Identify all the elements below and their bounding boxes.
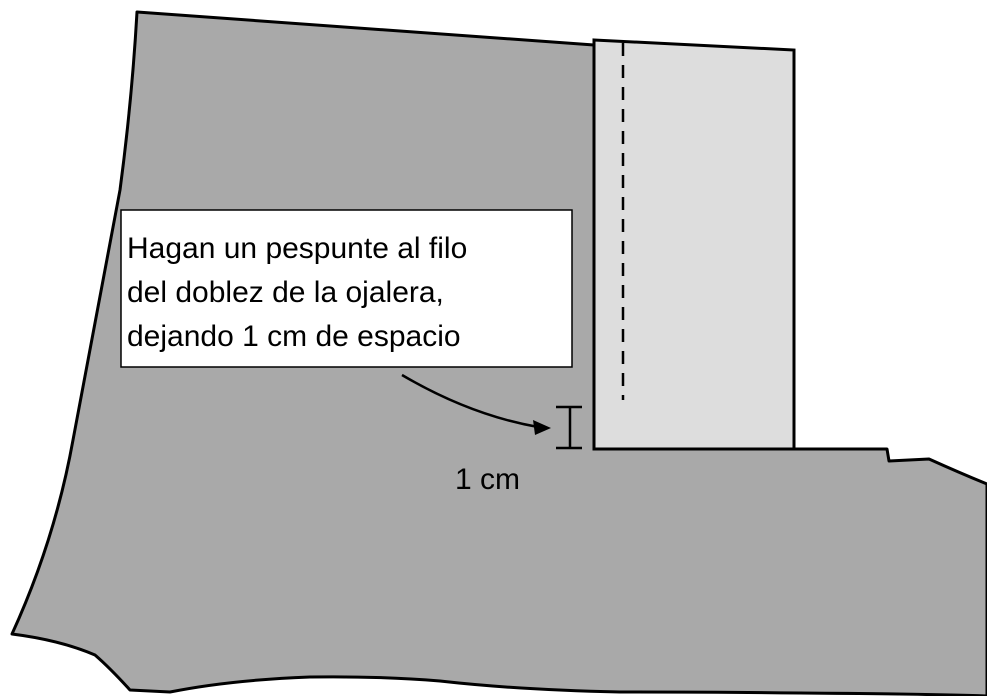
arrowhead-icon [533, 420, 551, 435]
callout-line-1: Hagan un pespunte al filo [127, 232, 467, 265]
measure-icon [556, 405, 582, 450]
callout-line-3: dejando 1 cm de espacio [127, 320, 461, 353]
callout-text: Hagan un pespunte al filo del doblez de … [127, 232, 476, 353]
leader-arrow-line [401, 373, 539, 429]
callout-box [120, 209, 573, 368]
measurement-label: 1 cm [455, 463, 520, 496]
callout-line-2: del doblez de la ojalera, [127, 276, 444, 309]
placket-ojalera [592, 38, 796, 451]
